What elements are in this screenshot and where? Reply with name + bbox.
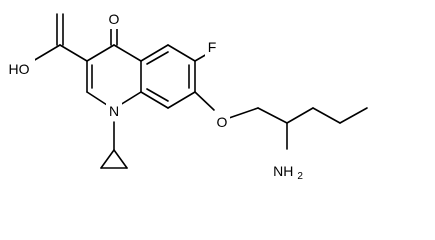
bond-c4a-c5-inner — [146, 51, 169, 65]
oxygen-ether-label: O — [217, 114, 228, 130]
bond-cyclopropyl-right — [113, 149, 128, 169]
molecule-structure-diagram: O F HO N O NH 2 — [4, 9, 368, 184]
bond-n1-c2 — [86, 91, 108, 106]
bond-c7-c8 — [167, 91, 196, 109]
bond-c3-cooh — [59, 44, 88, 62]
bond-c8-c8a — [140, 91, 169, 109]
hydroxyl-label: HO — [9, 61, 30, 77]
bond-cooh-oh — [32, 44, 61, 62]
amine-bg — [271, 160, 306, 184]
oxygen-ketone-label: O — [109, 11, 120, 27]
bond-ch2-ch — [257, 107, 288, 124]
fluorine-label: F — [208, 39, 217, 55]
bond-c4-c4a — [113, 44, 142, 62]
bond-propyl-2 — [312, 107, 341, 124]
bond-ch-propyl-1 — [286, 107, 314, 124]
atom-labels: O F HO N O NH 2 — [4, 9, 306, 184]
nitrogen-ring-label: N — [109, 103, 119, 119]
amine-main-label: NH — [273, 163, 293, 179]
fluorine-bg — [205, 37, 220, 57]
amine-label: NH 2 — [273, 163, 303, 182]
bond-c5-c6 — [167, 44, 196, 62]
amine-subscript-label: 2 — [297, 171, 303, 182]
nitrogen-ring-bg — [106, 101, 122, 121]
bond-c4a-c5 — [140, 44, 169, 62]
bond-propyl-3 — [339, 107, 368, 124]
bond-c7-o — [194, 91, 215, 111]
bond-lines — [32, 13, 368, 169]
bond-c8-c8a-inner — [146, 88, 169, 102]
bond-cyclopropyl-left — [100, 149, 115, 169]
bond-c8a-n1 — [119, 91, 142, 106]
oxygen-ketone-bg — [106, 9, 122, 29]
bond-c3-c4 — [86, 44, 115, 62]
hydroxyl-bg — [4, 59, 35, 79]
oxygen-ether-bg — [214, 112, 230, 132]
bond-o-ch2 — [228, 107, 259, 119]
